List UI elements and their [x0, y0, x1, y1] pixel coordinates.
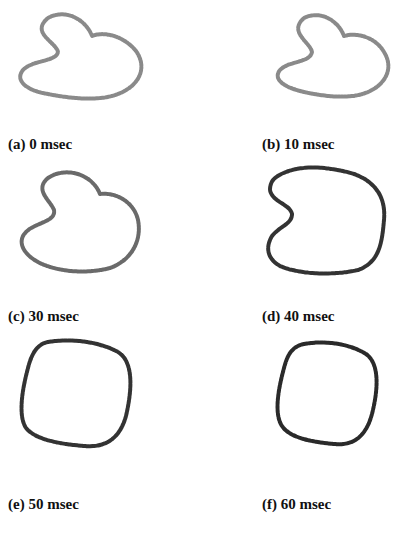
panel-caption: (a) 0 msec [8, 136, 72, 153]
contour-e [22, 340, 131, 446]
contour-f [278, 342, 377, 444]
panel-caption: (c) 30 msec [8, 308, 79, 325]
contour-outline [22, 172, 139, 271]
contour-outline [22, 340, 131, 446]
panel-caption: (b) 10 msec [262, 136, 334, 153]
panel-caption: (d) 40 msec [262, 308, 334, 325]
contour-outline [268, 168, 384, 274]
contour-d [268, 168, 384, 274]
panel-caption: (f) 60 msec [262, 496, 331, 513]
contour-outline [278, 342, 377, 444]
contour-outline [20, 14, 141, 98]
contour-outline [278, 15, 389, 96]
contour-b [278, 15, 389, 96]
contour-c [22, 172, 139, 271]
panel-caption: (e) 50 msec [8, 496, 79, 513]
contour-a [20, 14, 141, 98]
